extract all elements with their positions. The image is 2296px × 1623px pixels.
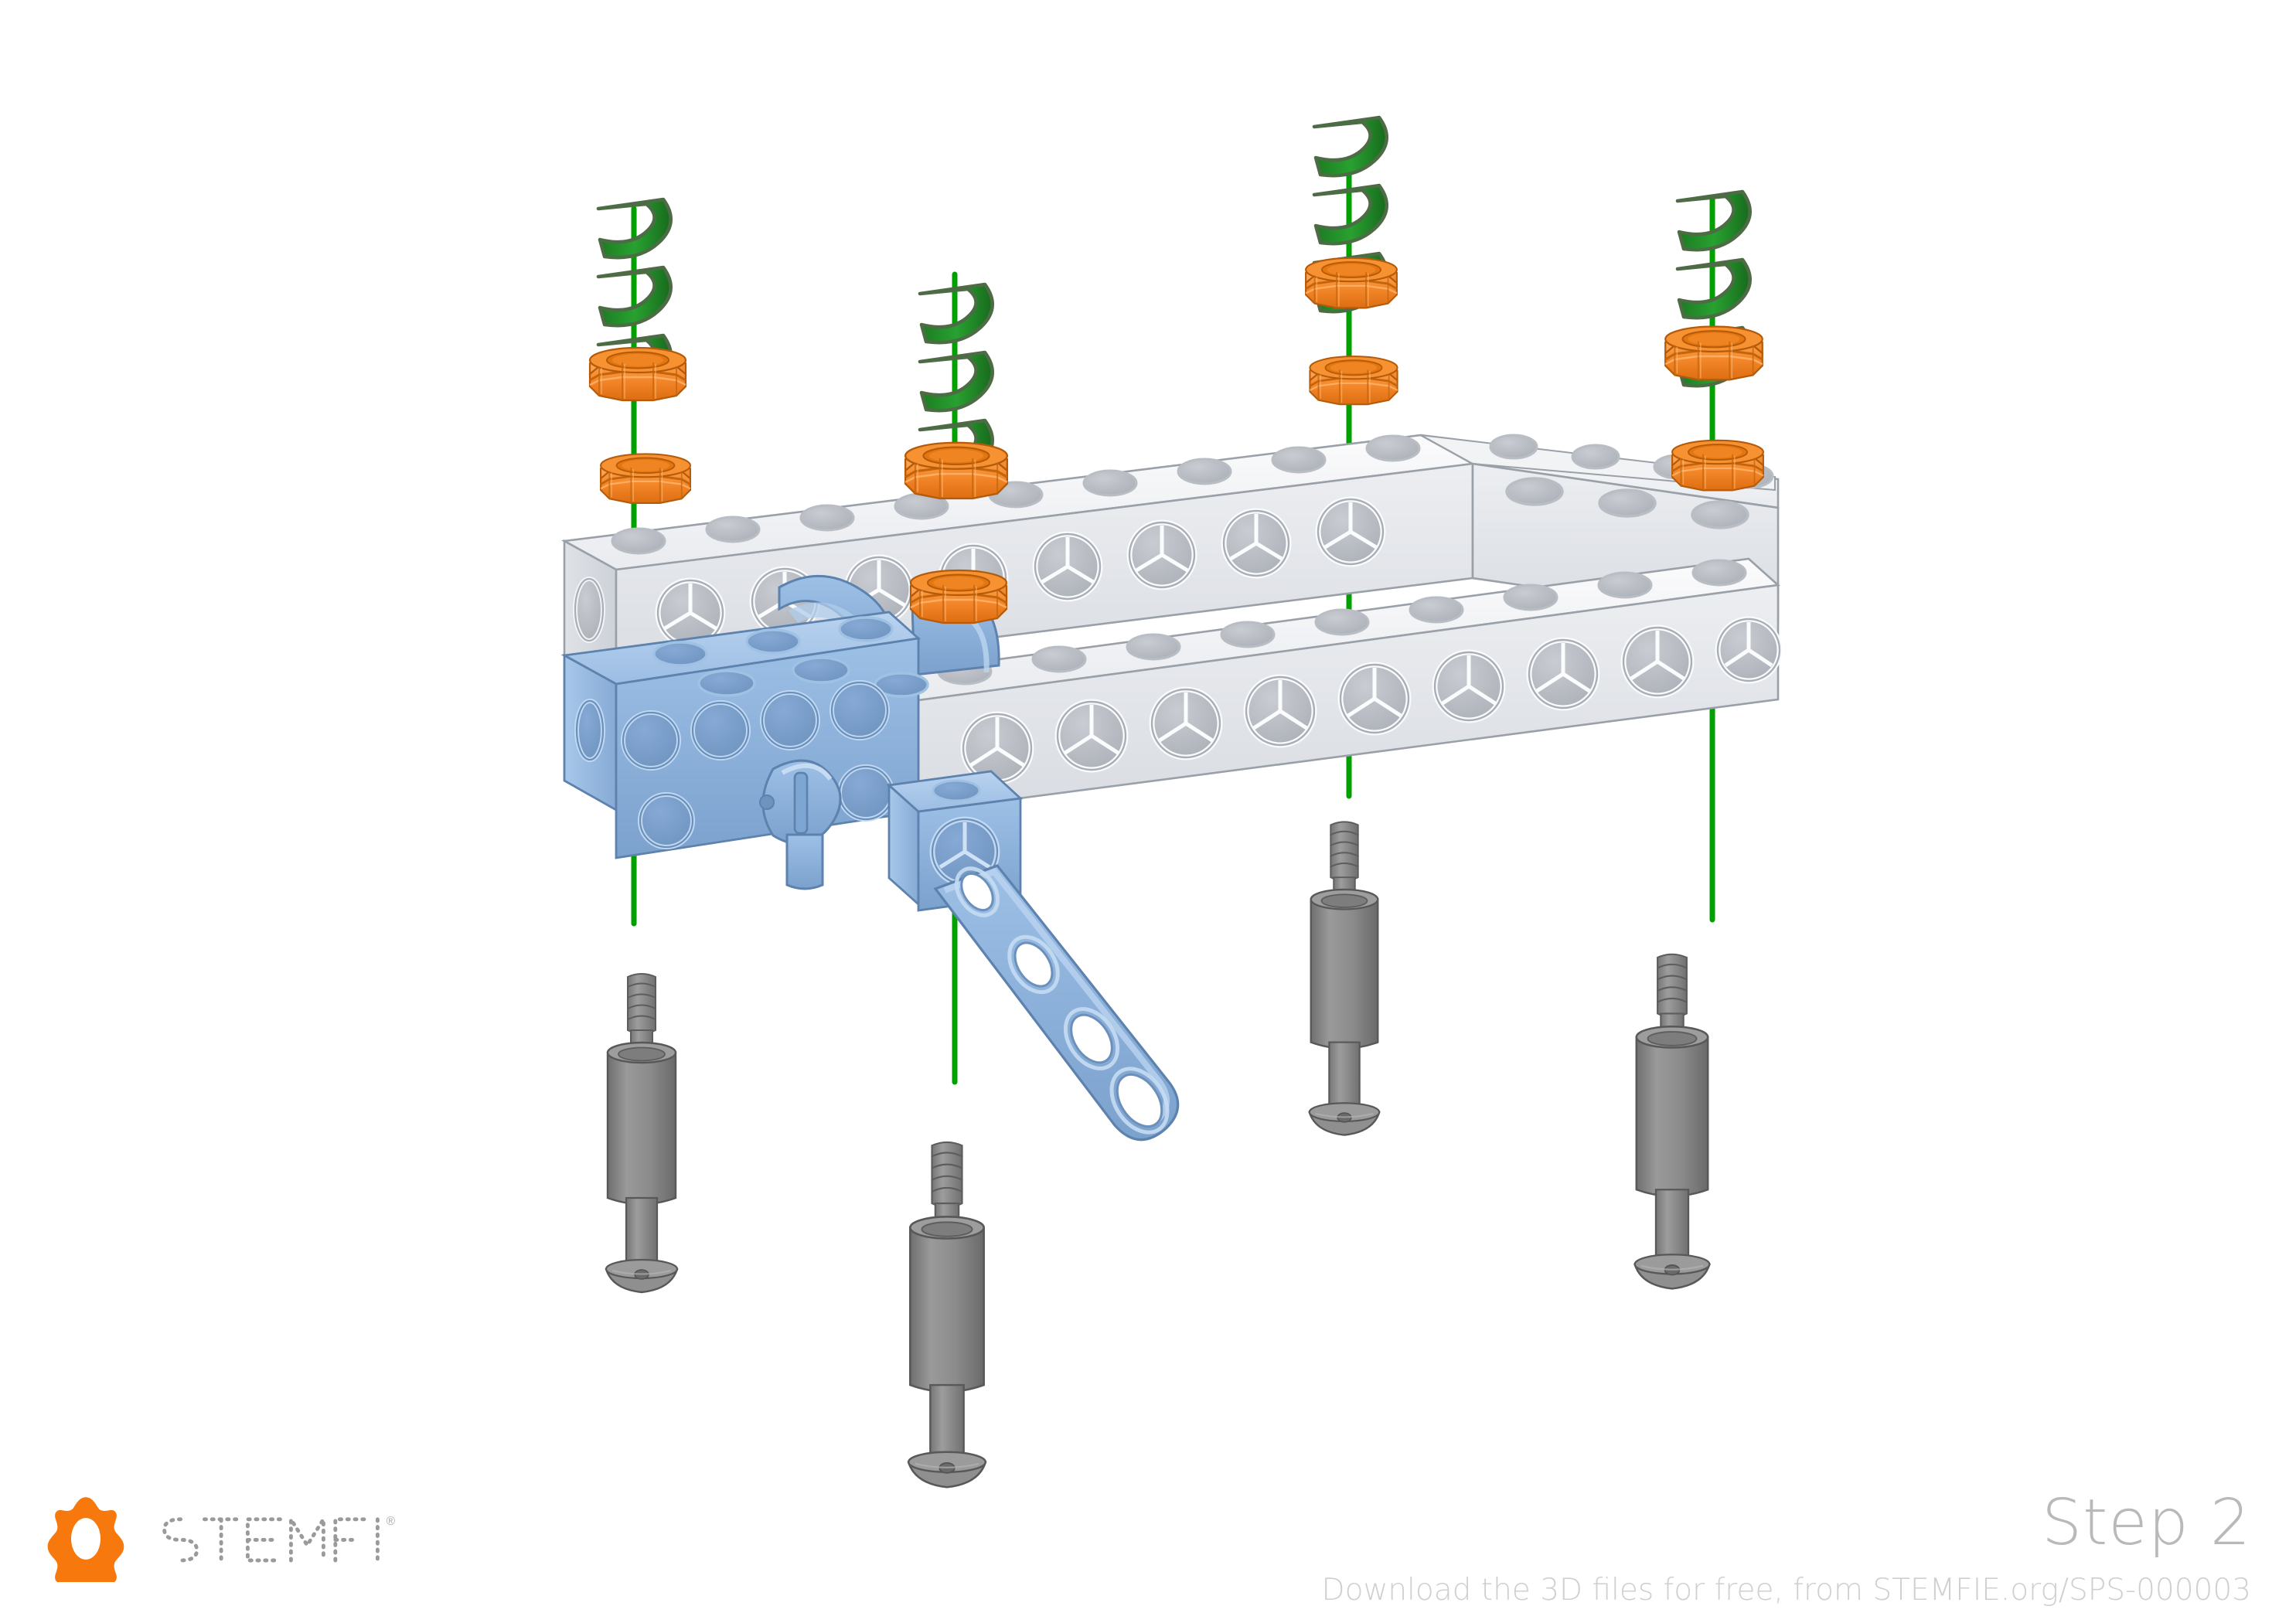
- nut-column-3-upper: [1304, 257, 1398, 309]
- bolt-long-left: [605, 972, 679, 1294]
- registered-mark: ®: [387, 1515, 396, 1528]
- bolt-long-right: [1633, 953, 1712, 1291]
- step-label: Step 2: [2042, 1486, 2251, 1560]
- pin-blue-latch[interactable]: [759, 759, 842, 890]
- nut-column-1-upper: [588, 346, 687, 402]
- nut-column-4-upper: [1664, 325, 1764, 381]
- bolt-long-center: [907, 1140, 987, 1489]
- frame-beam-front-right: [887, 557, 1783, 814]
- beam-blue-front: [560, 611, 929, 859]
- brand-footer: ®: [43, 1495, 398, 1582]
- assembly-direction-helices: [598, 117, 1750, 478]
- nut-column-4-lower: [1671, 439, 1765, 492]
- bracket-blue-diagonal: [933, 864, 1180, 1142]
- stemfie-logo-icon: [47, 1497, 124, 1582]
- nut-column-2-lower: [909, 569, 1008, 624]
- nut-column-2-upper: [904, 441, 1009, 500]
- nut-column-3-lower: [1309, 355, 1398, 406]
- frame-beam-back-left: [560, 434, 1477, 686]
- bolts-group: [605, 820, 1712, 1489]
- nut-column-1-lower: [599, 452, 692, 505]
- bolt-short-center: [1308, 820, 1381, 1137]
- stemfie-wordmark: ®: [162, 1512, 396, 1563]
- download-note: Download the 3D files for free, from STE…: [1321, 1573, 2251, 1608]
- step-footer: Step 2 Download the 3D files for free, f…: [1321, 1486, 2251, 1608]
